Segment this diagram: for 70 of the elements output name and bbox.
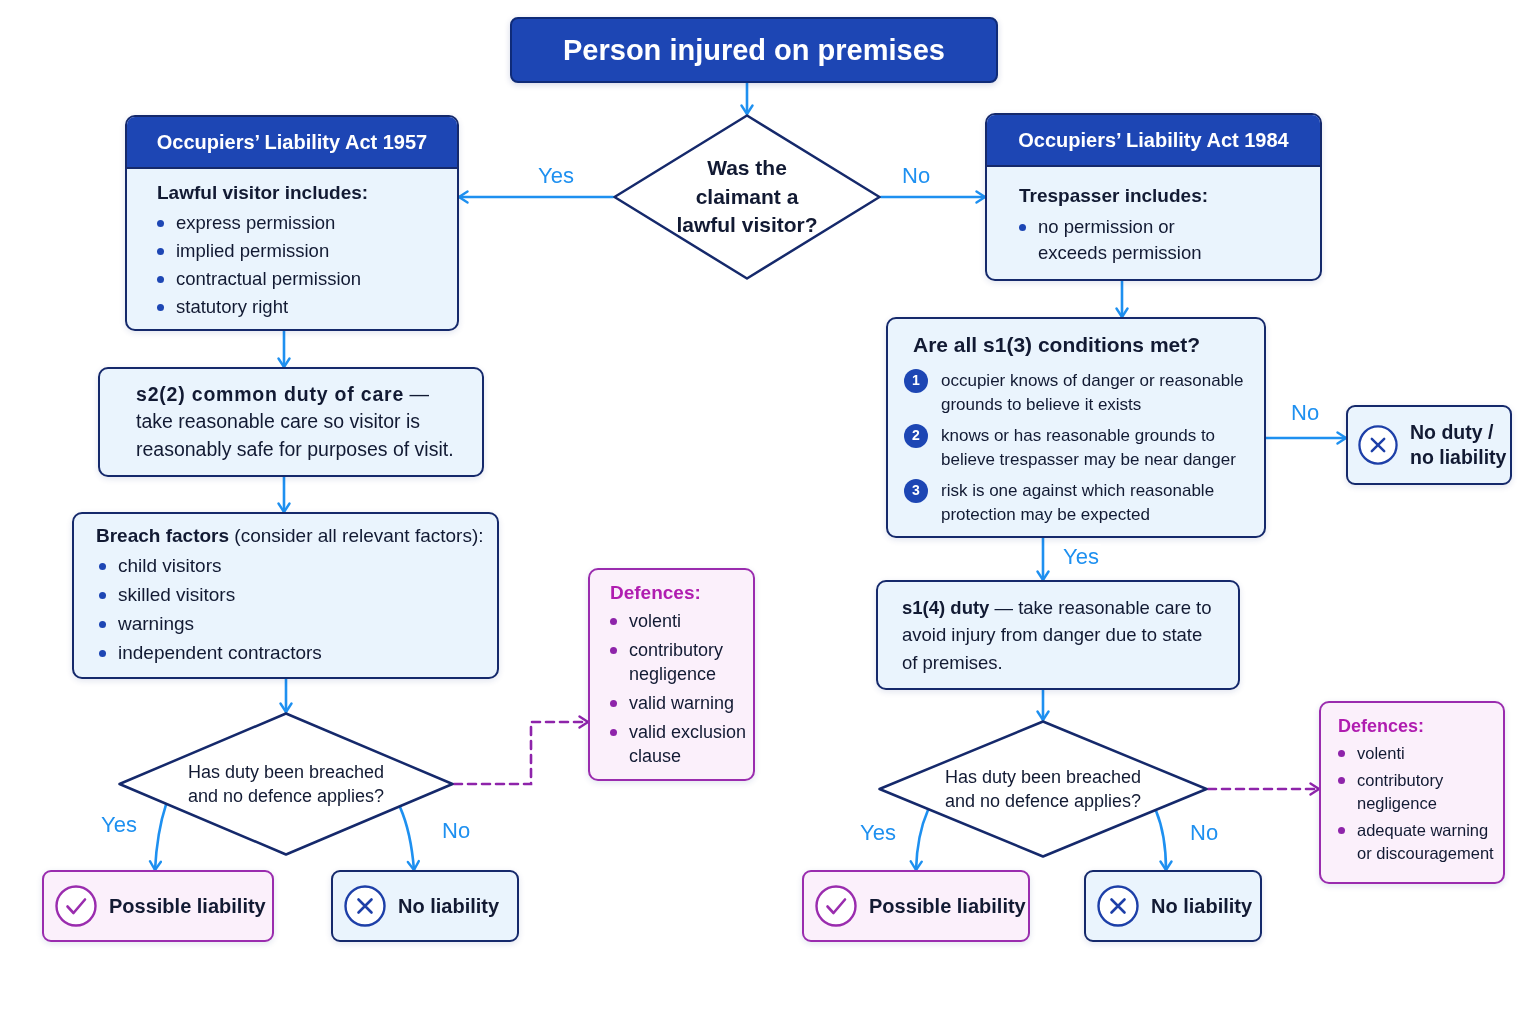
condition-box — [886, 317, 1266, 538]
list-item: valid exclusion clause — [629, 721, 748, 768]
list-heading: Defences: — [610, 581, 701, 605]
factor-box — [72, 512, 499, 679]
paragraph: s2(2) common duty of care — take reasonable care so visitor is reasonably safe for purposes of visit. — [136, 381, 455, 462]
list-item: contractual permission — [176, 267, 362, 291]
act-card — [125, 115, 459, 331]
outcome-box — [331, 870, 519, 942]
outcome-text: No duty / no liability — [1410, 419, 1508, 470]
list-heading: Trespasser includes: — [1019, 184, 1209, 208]
list-item: valid warning — [629, 692, 735, 715]
outcome-text: No liability — [1151, 894, 1253, 919]
step-number: 3 — [904, 479, 928, 503]
act-card — [985, 113, 1322, 281]
list-item: knows or has reasonable grounds to believe trespasser may be near danger — [941, 425, 1237, 471]
arrow — [740, 81, 754, 116]
list-item: independent contractors — [118, 641, 322, 665]
list-item: express permission — [176, 211, 336, 235]
dashed-arrow — [452, 715, 590, 786]
outcome-text: Possible liability — [869, 894, 1026, 919]
arrow — [457, 190, 615, 204]
list-item: adequate warning or discouragement — [1357, 820, 1495, 864]
arrow — [1115, 279, 1129, 319]
arrow — [909, 808, 930, 872]
list-item: no permission or exceeds permission — [1038, 215, 1203, 265]
list-heading: Defences: — [1338, 715, 1425, 738]
title-text: Person injured on premises — [563, 32, 945, 68]
process-box — [98, 367, 484, 477]
question-heading: Are all s1(3) conditions met? — [913, 332, 1201, 357]
step-number: 2 — [904, 424, 928, 448]
outcome-text: No liability — [398, 894, 500, 919]
list-item: child visitors — [118, 554, 222, 578]
arrow — [148, 803, 168, 872]
list-item: occupier knows of danger or reasonable grounds to believe it exists — [941, 370, 1245, 416]
decision-diamond — [613, 114, 881, 280]
step-number: 1 — [904, 369, 928, 393]
defence-box — [588, 568, 755, 781]
paragraph: s1(4) duty — take reasonable care to avoid injury from danger due to state of premises. — [902, 595, 1213, 675]
outcome-box — [802, 870, 1030, 942]
arrow — [1154, 809, 1173, 872]
arrow — [1036, 688, 1050, 722]
list-item: statutory right — [176, 295, 289, 319]
card-heading: Occupiers’ Liability Act 1984 — [987, 115, 1320, 167]
defence-box — [1319, 701, 1505, 884]
card-heading: Occupiers’ Liability Act 1957 — [127, 117, 457, 169]
list-item: skilled visitors — [118, 583, 236, 607]
list-item: implied permission — [176, 239, 330, 263]
arrow — [277, 329, 291, 369]
list-item: risk is one against which reasonable protection may be expected — [941, 480, 1216, 526]
question-text: Was the claimant a lawful visitor? — [675, 155, 819, 239]
outcome-box — [1084, 870, 1262, 942]
arrow — [1264, 431, 1348, 445]
arrow — [879, 190, 987, 204]
question-text: Has duty been breached and no defence applies? — [186, 760, 386, 808]
question-text: Has duty been breached and no defence applies? — [943, 765, 1143, 813]
outcome-box — [1346, 405, 1512, 485]
outcome-box — [42, 870, 274, 942]
list-heading: Lawful visitor includes: — [157, 181, 369, 205]
arrow — [277, 475, 291, 514]
outcome-text: Possible liability — [109, 894, 266, 919]
list-heading: Breach factors (consider all relevant factors): — [96, 524, 484, 548]
arrow — [1036, 536, 1050, 582]
arrow — [279, 677, 293, 714]
arrow — [398, 805, 420, 872]
dashed-arrow — [1206, 782, 1321, 796]
list-item: warnings — [118, 612, 195, 636]
list-item: volenti — [1357, 743, 1405, 764]
start-box — [510, 17, 998, 83]
process-box — [876, 580, 1240, 690]
list-item: volenti — [629, 610, 682, 633]
